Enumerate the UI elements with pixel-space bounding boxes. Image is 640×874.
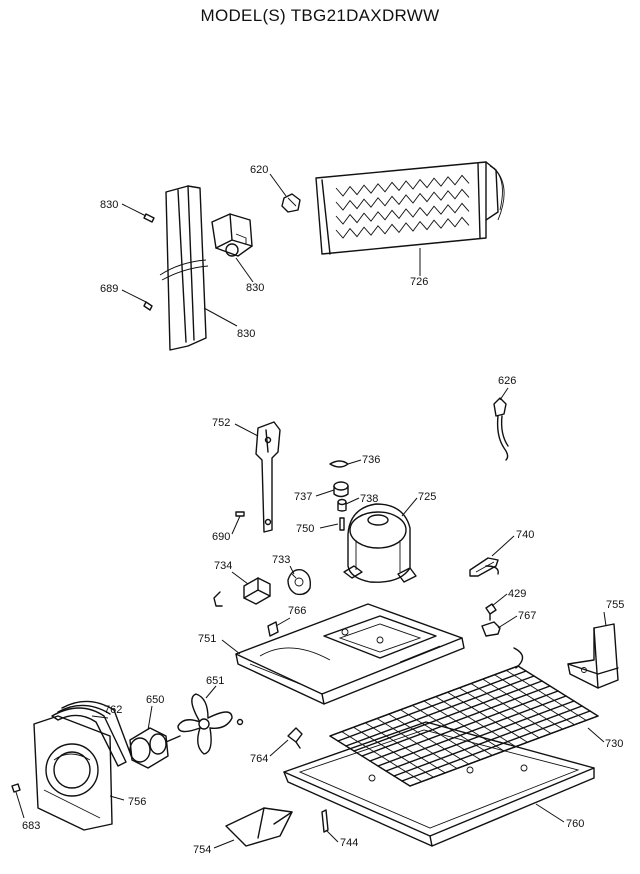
callout-737: 737 [294, 491, 312, 503]
bracket-767 [481, 621, 501, 637]
callout-650: 650 [146, 694, 164, 706]
callout-labels: 830 689 830 830 620 726 626 752 736 737 … [22, 164, 624, 856]
callout-767: 767 [518, 610, 536, 622]
condenser-coil-row [335, 216, 470, 239]
callout-651: 651 [206, 675, 224, 687]
duct-762 [51, 700, 133, 767]
page-title: MODEL(S) TBG21DAXDRWW [200, 6, 440, 25]
drain-pan-760 [283, 721, 595, 847]
base-tray-751 [235, 603, 465, 705]
callout-754: 754 [193, 844, 211, 856]
bolt-750 [339, 517, 345, 531]
harness-626 [493, 397, 509, 461]
bracket-755 [567, 623, 619, 689]
evaporator-fin [388, 713, 469, 765]
callout-689: 689 [100, 283, 118, 295]
callout-740: 740 [516, 529, 534, 541]
clip-766 [267, 621, 279, 637]
callout-620: 620 [250, 164, 268, 176]
screw-690 [235, 511, 245, 517]
callout-725: 725 [418, 491, 436, 503]
nut-651 [236, 718, 244, 726]
callout-830: 830 [237, 328, 255, 340]
leader-lines [15, 173, 607, 849]
channel-assembly [159, 185, 209, 351]
evaporator-fin [447, 691, 528, 743]
callout-830: 830 [100, 199, 118, 211]
evaporator-fin [459, 687, 540, 739]
evaporator-fin [423, 700, 505, 752]
callout-752: 752 [212, 417, 230, 429]
condenser-coil-row [335, 202, 470, 225]
bracket-752 [255, 421, 281, 533]
clip-764 [287, 727, 303, 749]
sleeve-738 [337, 498, 347, 512]
relay-bracket-830 [211, 213, 253, 257]
evaporator-fin [435, 696, 516, 748]
callout-750: 750 [296, 523, 314, 535]
evaporator-fin [353, 726, 434, 778]
callout-626: 626 [498, 375, 516, 387]
callout-736: 736 [362, 454, 380, 466]
callout-762: 762 [104, 704, 122, 716]
callout-726: 726 [410, 276, 428, 288]
evaporator-fin [470, 683, 552, 734]
callout-734: 734 [214, 560, 232, 572]
evaporator-730 [329, 647, 599, 787]
evaporator-fin [412, 704, 493, 756]
callout-760: 760 [566, 818, 584, 830]
clip-736 [329, 460, 349, 468]
callout-764: 764 [250, 753, 268, 765]
screw-689 [143, 301, 153, 311]
callout-756: 756 [128, 796, 146, 808]
clip-744 [321, 809, 329, 833]
evaporator-fin [376, 718, 458, 769]
cover-734 [213, 577, 271, 607]
evaporator-fin [494, 674, 575, 726]
screw-683 [11, 783, 21, 793]
screw-830-a [143, 213, 155, 223]
evaporator-fin [482, 678, 563, 730]
callout-744: 744 [340, 837, 358, 849]
callout-830: 830 [246, 282, 264, 294]
wedge-754 [225, 807, 293, 847]
fan-blade-651 [177, 693, 233, 755]
callout-766: 766 [288, 605, 306, 617]
clip-740 [469, 557, 499, 577]
evaporator-fin [341, 731, 422, 783]
condenser-coil-row [335, 188, 470, 211]
callout-733: 733 [272, 554, 290, 566]
callout-730: 730 [605, 738, 623, 750]
evaporator-fin [365, 722, 446, 774]
grommet-737 [333, 481, 349, 498]
callout-683: 683 [22, 820, 40, 832]
knob-620 [281, 193, 301, 213]
callout-738: 738 [360, 493, 378, 505]
callout-751: 751 [198, 633, 216, 645]
fan-housing-756 [33, 715, 113, 831]
callout-690: 690 [212, 531, 230, 543]
condenser-coil-row [335, 174, 470, 197]
relay-733 [287, 569, 312, 596]
callout-429: 429 [508, 588, 526, 600]
callout-755: 755 [606, 599, 624, 611]
compressor-725 [343, 503, 417, 583]
condenser-726 [315, 161, 505, 255]
fan-motor-650 [129, 727, 181, 769]
screw-429 [485, 603, 497, 621]
evaporator-fin [506, 669, 587, 721]
